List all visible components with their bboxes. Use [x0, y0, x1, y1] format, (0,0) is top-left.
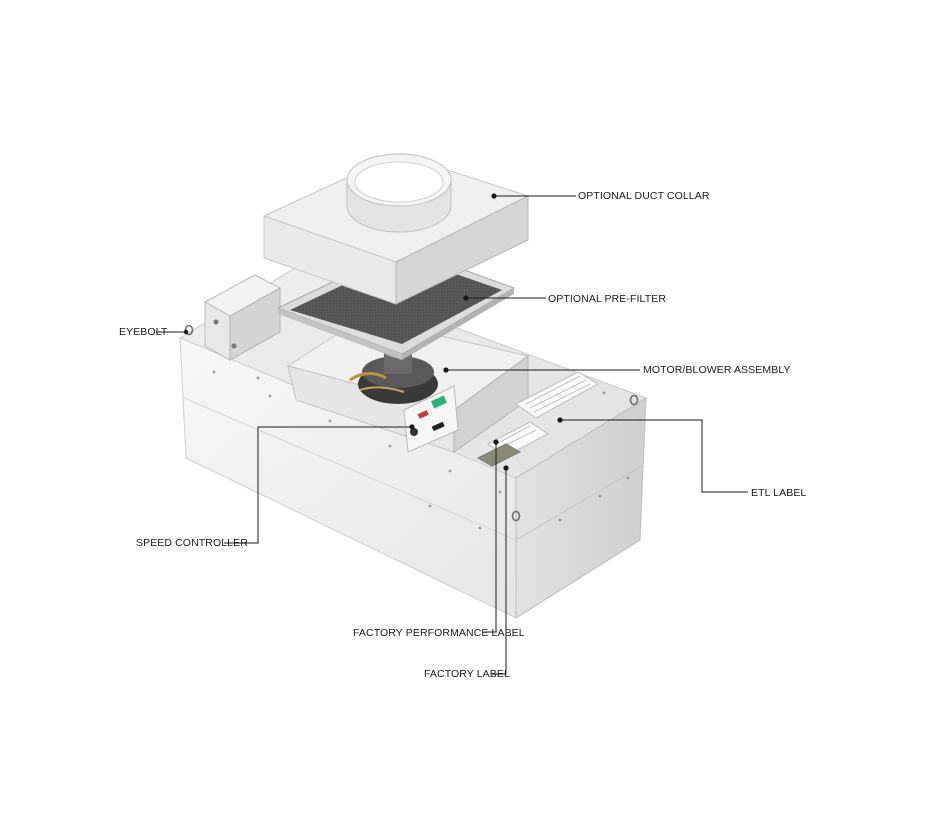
callout-optional-duct-collar: OPTIONAL DUCT COLLAR	[578, 190, 710, 202]
callout-eyebolt: EYEBOLT	[119, 326, 168, 338]
leader-etl-label	[560, 419, 748, 493]
callout-factory-label: FACTORY LABEL	[424, 668, 510, 680]
electrical-box	[203, 274, 282, 361]
callout-speed-controller: SPEED CONTROLLER	[136, 537, 248, 549]
etl-label	[515, 371, 600, 419]
callout-optional-pre-filter: OPTIONAL PRE-FILTER	[548, 293, 666, 305]
callout-motor-blower-assembly: MOTOR/BLOWER ASSEMBLY	[643, 364, 791, 376]
housing-right-face	[515, 397, 647, 619]
speed-controller	[403, 385, 459, 453]
callout-factory-performance-label: FACTORY PERFORMANCE LABEL	[353, 627, 525, 639]
leader-factory-performance-label	[484, 442, 497, 633]
leader-factory-label	[492, 468, 507, 675]
factory-label	[476, 443, 522, 467]
optional-duct-collar	[262, 153, 530, 305]
leader-dots	[183, 193, 563, 471]
leader-lines	[156, 195, 748, 675]
leader-speed-controller	[224, 426, 412, 544]
callout-etl-label: ETL LABEL	[751, 487, 807, 499]
